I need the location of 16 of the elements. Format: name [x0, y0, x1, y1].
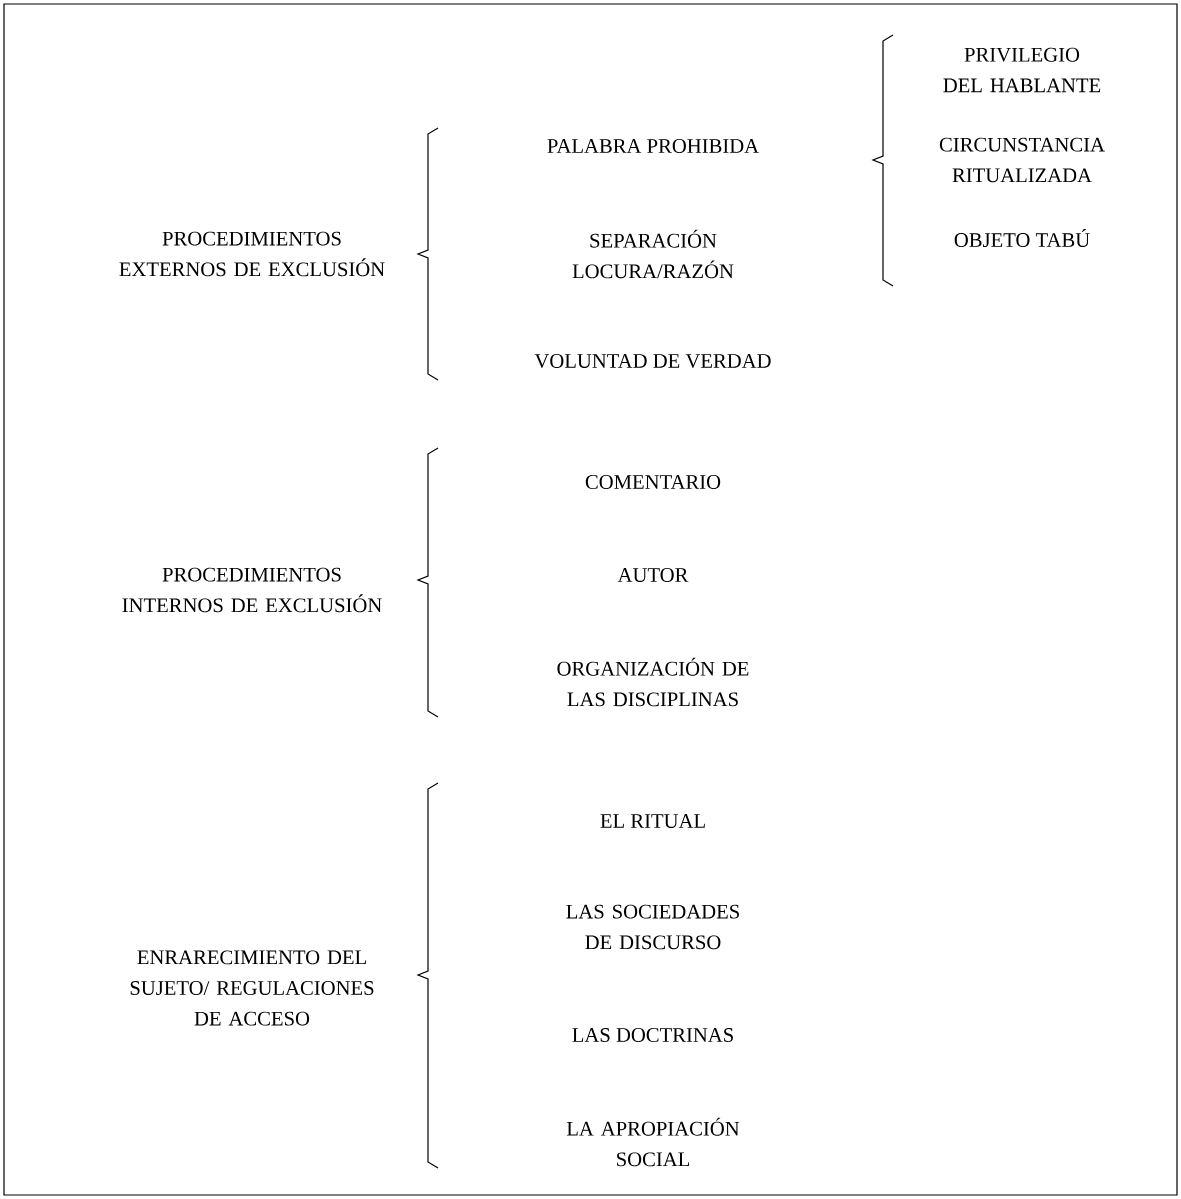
list-item: OBJETO TABÚ: [954, 229, 1090, 247]
list-item: PRIVILEGIO DEL HABLANTE: [943, 47, 1101, 93]
list-item: LAS DOCTRINAS: [572, 1028, 733, 1042]
group-heading: ENRARECIMIENTO DEL SUJETO/ REGULACIONES DE ACCESO: [130, 950, 374, 1026]
list-item: PALABRA PROHIBIDA: [547, 139, 759, 153]
list-item: SEPARACIÓN LOCURA/RAZÓN: [572, 229, 734, 279]
list-item: EL RITUAL: [600, 814, 705, 828]
list-item: AUTOR: [617, 568, 689, 582]
group-heading: PROCEDIMIENTOS INTERNOS DE EXCLUSIÓN: [122, 567, 382, 613]
group-heading: PROCEDIMIENTOS EXTERNOS DE EXCLUSIÓN: [119, 231, 385, 277]
list-item: LAS SOCIEDADES DE DISCURSO: [566, 904, 739, 950]
list-item: ORGANIZACIÓN DE LAS DISCIPLINAS: [557, 657, 749, 707]
list-item: VOLUNTAD DE VERDAD: [534, 354, 771, 368]
list-item: COMENTARIO: [585, 475, 721, 489]
list-item: CIRCUNSTANCIA RITUALIZADA: [939, 137, 1105, 183]
list-item: LA APROPIACIÓN SOCIAL: [566, 1117, 740, 1167]
